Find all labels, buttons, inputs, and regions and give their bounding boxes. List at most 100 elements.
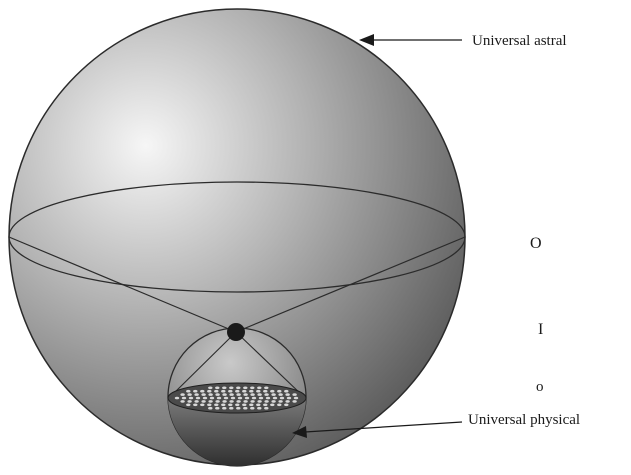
central-point <box>227 323 245 341</box>
surface-dot <box>194 400 199 403</box>
surface-dot <box>228 389 233 393</box>
surface-dot <box>229 393 234 396</box>
surface-dot <box>265 396 271 400</box>
surface-dot <box>237 396 243 400</box>
surface-dot <box>249 403 254 407</box>
surface-dot <box>214 403 219 407</box>
surface-dot <box>194 393 199 396</box>
surface-dot <box>235 403 240 407</box>
side-letter-small-o: o <box>536 379 544 395</box>
surface-dot <box>278 393 283 396</box>
surface-dot <box>207 403 212 407</box>
surface-dot <box>200 403 205 407</box>
surface-dot <box>251 396 257 400</box>
side-letter-big-o: O <box>530 235 542 252</box>
surface-dot <box>242 389 247 393</box>
surface-dot <box>193 389 198 393</box>
label-universal-astral: Universal astral <box>472 33 567 49</box>
arrow-physical <box>292 421 463 438</box>
surface-dot <box>272 396 278 400</box>
tangent-line-right <box>235 236 466 333</box>
surface-dot <box>208 406 213 410</box>
surface-dot <box>215 400 220 403</box>
surface-dot <box>271 393 276 396</box>
surface-dot <box>216 396 222 400</box>
surface-dot <box>257 393 262 396</box>
surface-dot <box>292 393 297 396</box>
surface-dot <box>243 393 248 396</box>
surface-dot <box>221 403 226 407</box>
surface-dot <box>236 393 241 396</box>
surface-dot <box>187 393 192 396</box>
surface-dot <box>263 389 268 393</box>
surface-dot <box>208 386 213 390</box>
surface-dot <box>243 400 248 403</box>
surface-dot <box>181 396 187 400</box>
surface-dot <box>201 400 206 403</box>
surface-dot <box>214 389 219 393</box>
surface-dot <box>284 389 289 393</box>
surface-dot <box>186 403 191 407</box>
surface-dot <box>174 396 180 400</box>
surface-dot <box>258 396 264 400</box>
surface-dot <box>257 386 262 390</box>
surface-dot <box>244 396 250 400</box>
surface-dot <box>236 386 241 390</box>
surface-dot <box>277 403 282 407</box>
surface-dot <box>208 400 213 403</box>
surface-dot <box>222 386 227 390</box>
surface-dot <box>264 386 269 390</box>
surface-dot <box>193 403 198 407</box>
surface-dot <box>236 400 241 403</box>
label-universal-physical: Universal physical <box>468 412 581 428</box>
arrow-astral <box>359 34 462 46</box>
surface-dot <box>215 393 220 396</box>
surface-dot <box>235 389 240 393</box>
surface-dot <box>284 403 289 407</box>
surface-texture <box>174 386 299 410</box>
surface-dot <box>293 396 299 400</box>
surface-dot <box>249 389 254 393</box>
surface-dot <box>188 396 194 400</box>
surface-dot <box>180 393 185 396</box>
surface-dot <box>202 396 208 400</box>
surface-dot <box>243 406 248 410</box>
surface-dot <box>264 406 269 410</box>
surface-dot <box>270 389 275 393</box>
surface-dot <box>186 389 191 393</box>
surface-dot <box>277 389 282 393</box>
surface-dot <box>286 396 292 400</box>
surface-dot <box>256 389 261 393</box>
surface-dot <box>256 403 261 407</box>
surface-dot <box>257 400 262 403</box>
surface-dot <box>243 386 248 390</box>
surface-dot <box>285 393 290 396</box>
surface-dot <box>223 396 229 400</box>
surface-dot <box>207 389 212 393</box>
surface-dot <box>229 386 234 390</box>
surface-dot <box>250 406 255 410</box>
surface-dot <box>222 406 227 410</box>
surface-dot <box>264 400 269 403</box>
surface-dot <box>195 396 201 400</box>
side-letter-i: I <box>538 321 544 338</box>
surface-dot <box>285 400 290 403</box>
surface-dot <box>209 396 215 400</box>
surface-dot <box>264 393 269 396</box>
surface-dot <box>250 386 255 390</box>
surface-dot <box>222 393 227 396</box>
surface-dot <box>250 400 255 403</box>
surface-dot <box>221 389 226 393</box>
surface-dot <box>236 406 241 410</box>
surface-dot <box>250 393 255 396</box>
surface-dot <box>278 400 283 403</box>
surface-dot <box>200 389 205 393</box>
surface-dot <box>242 403 247 407</box>
surface-dot <box>228 403 233 407</box>
tangent-line-left <box>8 236 237 333</box>
surface-dot <box>180 400 185 403</box>
surface-dot <box>230 396 236 400</box>
surface-dot <box>263 403 268 407</box>
surface-dot <box>222 400 227 403</box>
